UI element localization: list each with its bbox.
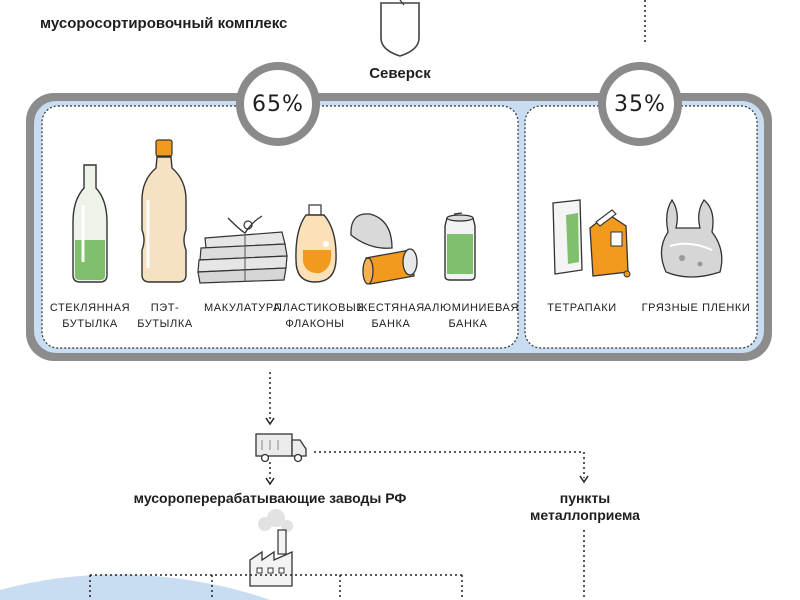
- caption-aluminum-can: АЛЮМИНИЕВАЯ БАНКА: [424, 302, 520, 330]
- percent-circle-35: 35%: [598, 62, 682, 146]
- caption-plastic-flacon: ПЛАСТИКОВЫЕ ФЛАКОНЫ: [274, 302, 365, 330]
- percent-circle-65: 65%: [236, 62, 320, 146]
- dirty-film-icon: [660, 198, 723, 278]
- tin-can-icon: [350, 213, 418, 285]
- caption-dirty-film: ГРЯЗНЫЕ ПЛЕНКИ: [641, 302, 751, 314]
- caption-tetrapak: ТЕТРАПАКИ: [547, 302, 617, 314]
- truck-icon: [255, 433, 307, 463]
- coat-of-arms-icon: [380, 2, 420, 57]
- caption-glass-bottle: СТЕКЛЯННАЯ БУТЫЛКА: [49, 302, 131, 330]
- caption-paper: МАКУЛАТУРА: [204, 302, 281, 314]
- complex-label: мусоросортировочный комплекс: [40, 15, 288, 32]
- factory-icon: [249, 509, 293, 587]
- city-label: Северск: [369, 65, 431, 82]
- bottom-blue-area: [0, 574, 270, 600]
- paper-stack-icon: [197, 215, 288, 284]
- tetrapak-icon: [552, 199, 631, 278]
- glass-bottle-icon: [72, 164, 108, 283]
- pet-bottle-icon: [141, 139, 187, 283]
- plastic-flacon-icon: [295, 204, 337, 283]
- aluminum-can-icon: [444, 212, 476, 281]
- plants-label: мусороперерабатывающие заводы РФ: [133, 490, 407, 506]
- caption-tin-can: ЖЕСТЯНАЯ БАНКА: [357, 302, 425, 330]
- metal-points-label: пункты металлоприема: [530, 490, 640, 523]
- caption-pet-bottle: ПЭТ-БУТЫЛКА: [137, 302, 193, 330]
